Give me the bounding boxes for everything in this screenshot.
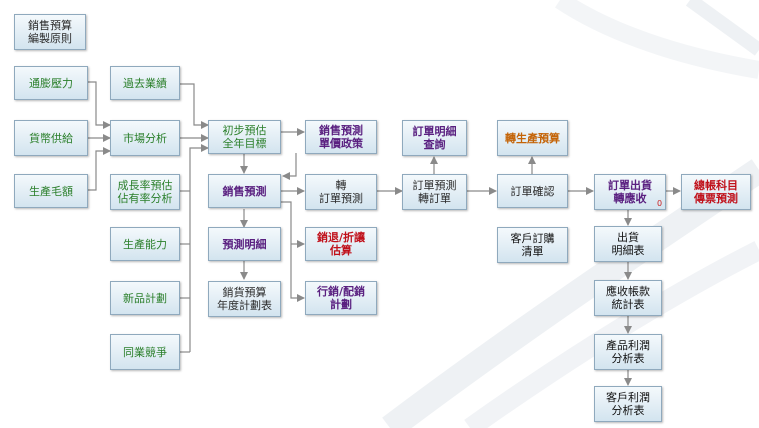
node-order-confirm[interactable]: 訂單確認: [497, 174, 568, 208]
node-shipment-detail[interactable]: 出貨 明細表: [594, 226, 662, 262]
node-gross-margin[interactable]: 生產毛額: [14, 174, 88, 208]
node-competition[interactable]: 同業競爭: [110, 334, 180, 370]
node-returns-discount[interactable]: 銷退/折讓 估算: [305, 227, 377, 261]
node-market-analysis[interactable]: 市場分析: [110, 120, 180, 156]
node-receivable-stats[interactable]: 應收帳款 統計表: [594, 280, 662, 316]
node-capacity[interactable]: 生產能力: [110, 227, 180, 261]
node-inflation[interactable]: 通膨壓力: [14, 66, 88, 100]
zero-badge: 0: [657, 199, 663, 208]
node-order-detail-query[interactable]: 訂單明細 查詢: [402, 120, 467, 156]
node-to-production-budget[interactable]: 轉生產預算: [497, 120, 568, 156]
node-money-supply[interactable]: 貨幣供給: [14, 120, 88, 156]
node-principle[interactable]: 銷售預算 編製原則: [14, 14, 86, 50]
node-customer-profit[interactable]: 客戶利潤 分析表: [594, 386, 662, 422]
node-order-shipment[interactable]: 訂單出貨 轉應收: [594, 174, 666, 210]
node-gl-forecast[interactable]: 總帳科目 傳票預測: [681, 174, 751, 210]
node-to-order-forecast[interactable]: 轉 訂單預測: [305, 174, 377, 210]
node-new-product[interactable]: 新品計劃: [110, 281, 180, 315]
node-order-forecast-to-order[interactable]: 訂單預測 轉訂單: [402, 174, 467, 210]
node-pricing-policy[interactable]: 銷售預測 單價政策: [305, 120, 377, 154]
node-sales-forecast[interactable]: 銷售預測: [208, 174, 281, 208]
node-forecast-detail[interactable]: 預測明細: [208, 227, 281, 261]
node-past-performance[interactable]: 過去業績: [110, 66, 180, 100]
node-customer-order[interactable]: 客戶訂購 清單: [497, 227, 568, 263]
node-growth-share[interactable]: 成長率預估 佔有率分析: [110, 174, 180, 210]
node-product-profit[interactable]: 產品利潤 分析表: [594, 334, 662, 370]
node-annual-plan[interactable]: 銷貨預算 年度計劃表: [208, 281, 281, 317]
node-initial-estimate[interactable]: 初步預估 全年目標: [208, 120, 281, 154]
node-promotion[interactable]: 行銷/配銷 計劃: [305, 281, 377, 315]
